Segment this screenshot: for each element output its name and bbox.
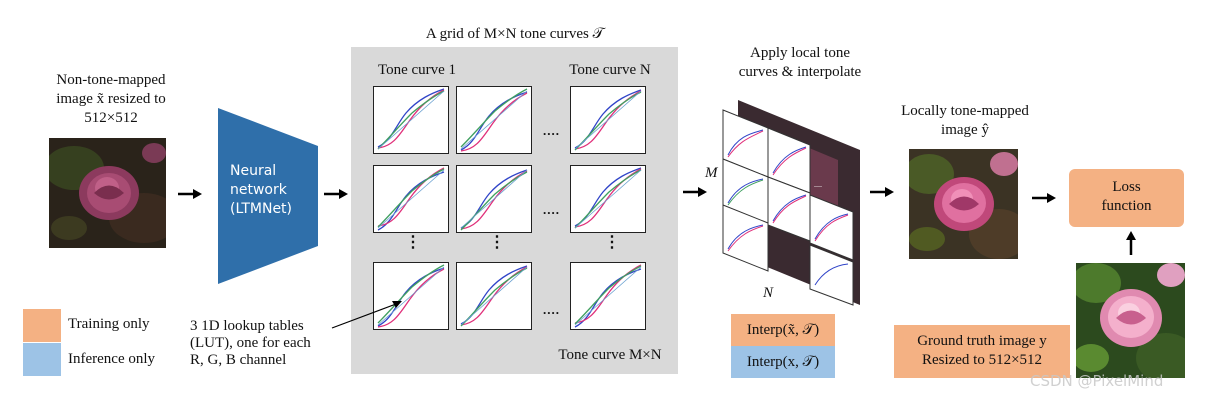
identity-line <box>574 266 642 326</box>
tone-curve-line <box>574 169 642 229</box>
h-ellipsis: .... <box>543 123 560 138</box>
output-image <box>909 149 1018 259</box>
tone-curve-n-label: Tone curve N <box>569 62 651 78</box>
ground-truth-image <box>1076 263 1185 378</box>
identity-line <box>574 90 642 150</box>
tone-curve-cell <box>373 262 449 330</box>
tone-curve-cell <box>456 165 532 233</box>
identity-line <box>460 90 528 150</box>
ground-truth-box: Ground truth image y Resized to 512×512 <box>894 325 1070 378</box>
arrow-input-to-network <box>178 189 202 199</box>
v-ellipsis: ⋮ <box>489 234 505 251</box>
svg-text:....: .... <box>814 180 822 189</box>
identity-line <box>377 266 445 326</box>
input-label: Non-tone-mapped image x̃ resized to 512×… <box>56 72 166 126</box>
v-ellipsis: ⋮ <box>604 234 620 251</box>
tone-curve-mn-label: Tone curve M×N <box>558 347 662 363</box>
tone-curve-line <box>460 91 528 151</box>
network-label: Neural network (LTMNet) <box>230 163 293 217</box>
h-ellipsis: .... <box>543 202 560 217</box>
tone-curve-line <box>460 267 528 327</box>
output-label: Locally tone-mapped image ŷ <box>901 103 1029 138</box>
tone-curve-line <box>574 265 642 325</box>
tone-curve-line <box>377 264 445 324</box>
tone-curve-line <box>377 268 445 328</box>
lut-pointer-arrow <box>331 301 402 329</box>
arrow-output-to-loss <box>1032 193 1056 203</box>
tone-curve-cell <box>456 262 532 330</box>
arrow-grid-to-apply <box>683 187 707 197</box>
tone-curve-1-label: Tone curve 1 <box>377 62 457 78</box>
v-ellipsis: ⋮ <box>405 234 421 251</box>
tone-curve-cell <box>373 86 449 154</box>
interp-training-box: Interp(x̃, 𝒯) <box>731 314 835 346</box>
tone-curve-line <box>460 171 528 231</box>
n-label: N <box>763 285 774 301</box>
tone-curve-cell <box>570 86 646 154</box>
arrow-network-to-grid <box>324 189 348 199</box>
legend-training-label: Training only <box>68 316 150 332</box>
tone-curve-line <box>377 267 445 327</box>
legend-inference-label: Inference only <box>68 351 156 367</box>
apply-perspective-stack: .... <box>722 100 860 306</box>
tone-curve-cell <box>373 165 449 233</box>
tone-curve-line <box>377 168 445 228</box>
tone-curve-cell <box>570 165 646 233</box>
watermark: CSDN @PixelMind <box>1030 372 1164 390</box>
loss-box: Loss function <box>1069 169 1184 227</box>
h-ellipsis: .... <box>543 302 560 317</box>
arrow-gt-to-loss <box>1126 231 1136 255</box>
tone-curve-line <box>460 92 528 152</box>
apply-label: Apply local tone curves & interpolate <box>738 45 862 80</box>
tone-curve-line <box>574 91 642 151</box>
network-shape <box>218 108 318 284</box>
identity-line <box>377 90 445 150</box>
tone-curve-line <box>460 88 528 148</box>
tone-curve-cell <box>570 262 646 330</box>
interp-inference-box: Interp(x, 𝒯) <box>731 346 835 378</box>
legend-inference-swatch <box>23 343 61 376</box>
arrow-apply-to-output <box>870 187 894 197</box>
identity-line <box>574 169 642 229</box>
identity-line <box>460 169 528 229</box>
identity-line <box>460 266 528 326</box>
tone-curve-line <box>574 268 642 328</box>
m-label: M <box>705 165 718 181</box>
tone-curve-line <box>377 90 445 150</box>
input-image <box>49 138 166 248</box>
tone-curve-line <box>377 171 445 231</box>
legend-training-swatch <box>23 309 61 342</box>
tone-curve-cell <box>456 86 532 154</box>
grid-title: A grid of M×N tone curves 𝒯 <box>425 26 605 42</box>
identity-line <box>377 169 445 229</box>
lut-label: 3 1D lookup tables (LUT), one for each R… <box>190 318 311 368</box>
